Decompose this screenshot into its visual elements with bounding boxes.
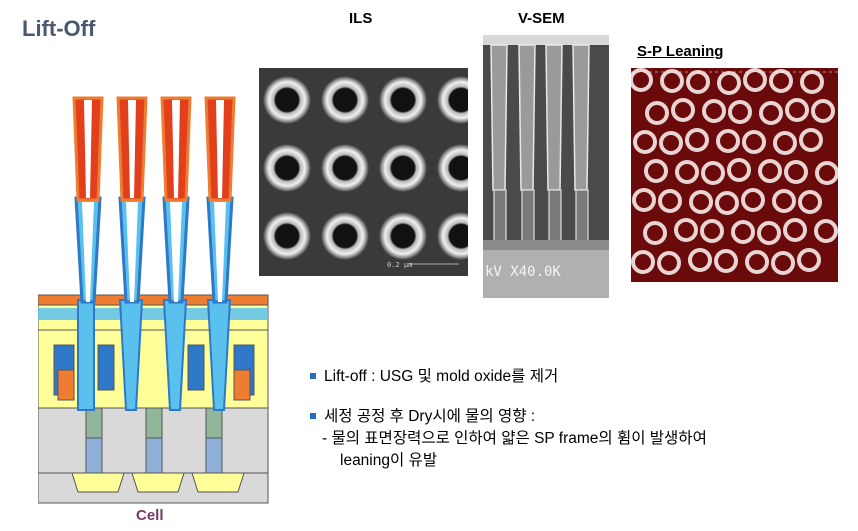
sp-ring (797, 248, 821, 272)
sp-ring (644, 159, 668, 183)
sp-ring (814, 219, 838, 243)
sp-ring (658, 189, 682, 213)
sp-ring (715, 191, 739, 215)
vsem-image: kV X40.0K (483, 35, 609, 298)
sp-ring (743, 68, 767, 92)
vsem-mag-text: kV X40.0K (485, 264, 561, 280)
sp-ring (772, 189, 796, 213)
sub-line-2: leaning이 유발 (340, 452, 438, 469)
sp-ring (671, 98, 695, 122)
ils-ring (379, 76, 427, 124)
sp-ring (758, 159, 782, 183)
ils-ring (263, 76, 311, 124)
sp-leaning-label: S-P Leaning (637, 43, 724, 60)
ils-ring (437, 76, 468, 124)
sp-ring (701, 161, 725, 185)
ils-ring (437, 212, 468, 260)
sp-ring (784, 160, 808, 184)
slide-title: Lift-Off (22, 16, 96, 41)
sp-ring (773, 131, 797, 155)
sp-ring (674, 218, 698, 242)
sp-ring (675, 160, 699, 184)
sub-line-1: - 물의 표면장력으로 인하여 얇은 SP frame의 휨이 발생하여 (322, 430, 707, 447)
sp-ring (645, 101, 669, 125)
sp-ring (785, 98, 809, 122)
sp-ring (811, 99, 835, 123)
sp-ring (799, 128, 823, 152)
bullet-dry-effect: 세정 공정 후 Dry시에 물의 영향 : (310, 406, 707, 428)
sp-leaning-image (631, 68, 838, 282)
notes: Lift-off : USG 및 mold oxide를 제거 세정 공정 후 … (310, 366, 707, 472)
sp-ring (741, 188, 765, 212)
storage-pillar (116, 96, 148, 304)
sp-ring (731, 220, 755, 244)
sp-ring (757, 221, 781, 245)
storage-pillar (72, 96, 104, 304)
sp-ring (717, 71, 741, 95)
ils-ring (321, 212, 369, 260)
sp-ring (716, 129, 740, 153)
ils-ring (321, 76, 369, 124)
ils-image: 0.2 µm (259, 68, 468, 276)
ils-ring (321, 144, 369, 192)
sp-ring (742, 130, 766, 154)
sp-ring (657, 251, 681, 275)
bullet-lift-off: Lift-off : USG 및 mold oxide를 제거 (310, 366, 707, 388)
ils-ring (379, 212, 427, 260)
cell-label: Cell (136, 507, 164, 524)
sp-ring (688, 248, 712, 272)
ils-ring (437, 144, 468, 192)
sp-ring (685, 128, 709, 152)
sp-ring (689, 190, 713, 214)
sp-ring (700, 219, 724, 243)
sp-ring (631, 250, 655, 274)
storage-pillar (160, 96, 192, 304)
sp-ring (633, 130, 657, 154)
ils-ring (379, 144, 427, 192)
sp-ring (745, 250, 769, 274)
sp-ring (759, 101, 783, 125)
sp-ring (631, 68, 653, 92)
sp-ring (771, 251, 795, 275)
sp-ring (702, 99, 726, 123)
sp-ring (660, 69, 684, 93)
sp-ring (632, 188, 656, 212)
sp-ring (714, 249, 738, 273)
sp-ring (643, 221, 667, 245)
ils-ring (263, 212, 311, 260)
sp-ring (798, 190, 822, 214)
ils-label: ILS (349, 10, 373, 27)
ils-ring (263, 144, 311, 192)
sp-ring (659, 131, 683, 155)
ils-scale-text: 0.2 µm (387, 261, 412, 269)
vsem-label: V-SEM (518, 10, 565, 27)
sp-ring (815, 161, 838, 185)
cell-diagram (38, 96, 269, 504)
sp-ring (769, 69, 793, 93)
sp-ring (727, 158, 751, 182)
sp-ring (783, 218, 807, 242)
sp-ring (728, 100, 752, 124)
storage-pillar (204, 96, 236, 304)
